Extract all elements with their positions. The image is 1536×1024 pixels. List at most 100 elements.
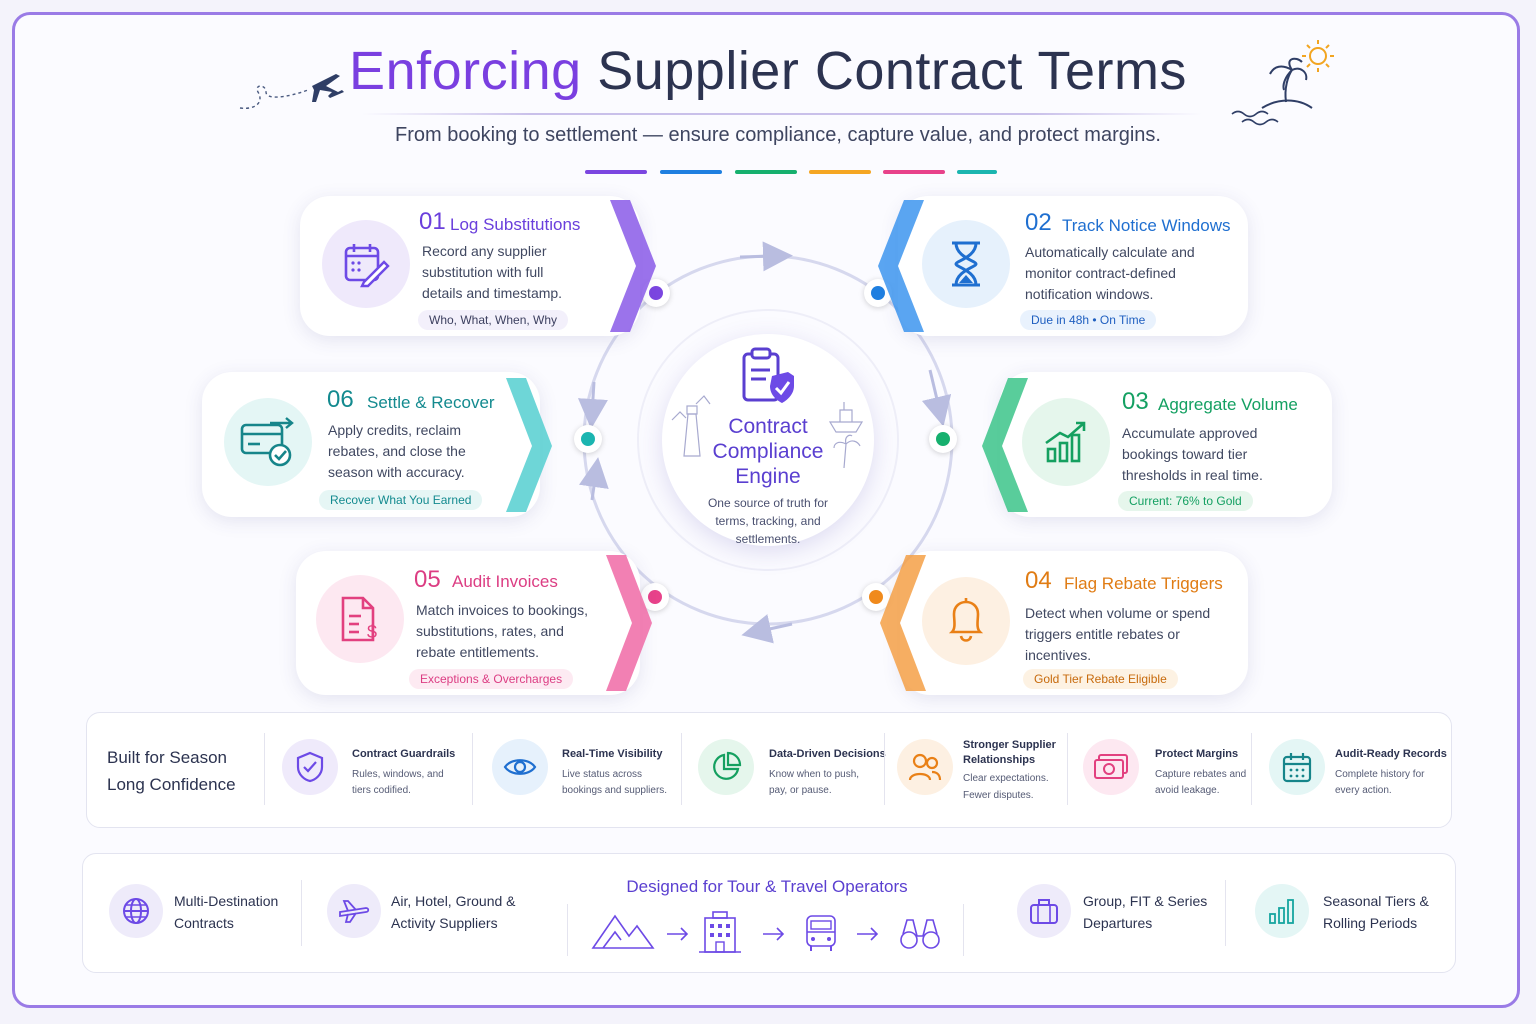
operator-label: Seasonal Tiers & Rolling Periods (1323, 890, 1429, 934)
features-heading: Built for Season Long Confidence (107, 744, 236, 798)
divider (1067, 733, 1068, 805)
feature-desc-line2: Fewer disputes. (963, 790, 1034, 801)
operator-label-line2: Rolling Periods (1323, 915, 1418, 931)
operator-label-line1: Group, FIT & Series (1083, 893, 1208, 909)
page-subtitle: From booking to settlement — ensure comp… (395, 124, 1161, 146)
divider (264, 733, 265, 805)
step-pill: Gold Tier Rebate Eligible (1023, 669, 1178, 689)
feature-title: Data-Driven Decisions (769, 748, 886, 760)
feature-desc-line2: tiers codified. (352, 785, 411, 796)
features-heading-line1: Built for Season (107, 748, 228, 767)
engine-title: Contract Compliance Engine (662, 414, 874, 489)
step-pill: Due in 48h • On Time (1020, 310, 1157, 330)
step-title: Settle & Recover (367, 393, 495, 412)
title-highlight: Enforcing (349, 41, 582, 101)
divider (1225, 880, 1226, 946)
color-bar-blue (660, 170, 722, 174)
chevron-accent-05 (606, 555, 652, 691)
color-bar-orange (809, 170, 871, 174)
feature-title-line1: Stronger Supplier (963, 739, 1056, 751)
svg-text:$: $ (367, 622, 377, 642)
step-number: 04 (1025, 567, 1052, 594)
chevron-accent-06 (506, 378, 552, 512)
operator-label: Air, Hotel, Ground &Activity Suppliers (391, 890, 516, 934)
chevron-accent-04 (880, 555, 926, 691)
clipboard-shield-icon (742, 347, 794, 403)
operator-label-line1: Multi-Destination (174, 893, 279, 909)
shield-check-icon (282, 739, 338, 795)
plane-icon (327, 884, 381, 938)
step-card-05: $ 05 Audit Invoices Match invoices to bo… (296, 551, 652, 695)
lighthouse-icon (671, 395, 711, 457)
step-title: Audit Invoices (452, 572, 558, 591)
arrow-icon (667, 927, 689, 941)
operator-label-line1: Air, Hotel, Ground & (391, 893, 516, 909)
growth-chart-icon (1022, 398, 1110, 486)
feature-desc: Live status across bookings and suppliers… (562, 767, 667, 799)
invoice-dollar-icon: $ (316, 575, 404, 663)
step-description: Detect when volume or spend triggers ent… (1025, 605, 1211, 663)
feature-desc-line1: Live status across (562, 769, 643, 780)
travel-flow (591, 911, 940, 953)
hotel-icon (699, 911, 741, 953)
airplane-trail-icon (239, 74, 344, 109)
bus-icon (806, 915, 836, 951)
operator-label-line1: Seasonal Tiers & (1323, 893, 1429, 909)
feature-desc: Clear expectations. Fewer disputes. (963, 770, 1049, 804)
feature-desc: Rules, windows, and tiers codified. (352, 767, 444, 799)
divider (472, 733, 473, 805)
feature-desc-line1: Clear expectations. (963, 773, 1049, 784)
bar-chart-icon (1255, 884, 1309, 938)
step-card-06: 06 Settle & Recover Apply credits, recla… (202, 372, 552, 517)
step-pill: Who, What, When, Why (418, 310, 569, 330)
step-card-01: 01 Log Substitutions Record any supplier… (300, 196, 656, 336)
step-description: Automatically calculate and monitor cont… (1025, 244, 1195, 302)
step-description: Match invoices to bookings, substitution… (416, 602, 588, 660)
divider (567, 904, 568, 956)
operator-label-line2: Departures (1083, 915, 1153, 931)
feature-title: Contract Guardrails (352, 748, 456, 760)
step-description: Record any supplier substitution with fu… (422, 243, 563, 301)
chevron-accent-02 (878, 200, 924, 332)
feature-desc-line2: bookings and suppliers. (562, 785, 668, 796)
step-card-02: 02 Track Notice Windows Automatically ca… (878, 196, 1248, 336)
step-pill: Current: 76% to Gold (1118, 491, 1253, 511)
divider (1251, 733, 1252, 805)
step-number: 01 (419, 208, 446, 235)
arrow-icon (763, 927, 785, 941)
step-card-03: 03 Aggregate Volume Accumulate approved … (982, 372, 1332, 517)
bell-icon (922, 577, 1010, 665)
feature-title-line2: Relationships (963, 754, 1036, 766)
feature-desc: Know when to push,pay, or pause. (769, 767, 859, 799)
calendar-icon (1269, 739, 1325, 795)
operators-heading: Designed for Tour & Travel Operators (626, 877, 908, 896)
money-icon (1083, 739, 1139, 795)
title-rest: Supplier Contract Terms (597, 41, 1187, 101)
feature-title: Real-Time Visibility (562, 748, 663, 760)
engine-title-line2: Compliance (712, 440, 824, 463)
arrow-icon (857, 927, 879, 941)
step-title: Flag Rebate Triggers (1064, 574, 1223, 593)
features-heading-line2: Long Confidence (107, 775, 236, 794)
features-panel: Built for Season Long Confidence Contrac… (86, 712, 1452, 828)
node-03 (929, 425, 957, 453)
engine-title-line3: Engine (735, 465, 801, 488)
pie-chart-icon (698, 739, 754, 795)
feature-desc-line1: Rules, windows, and (352, 769, 444, 780)
chevron-accent-03 (982, 378, 1028, 512)
title-underline (362, 113, 1202, 115)
divider (301, 880, 302, 946)
engine-subtitle: One source of truth for terms, tracking,… (707, 496, 829, 546)
calendar-edit-icon (322, 220, 410, 308)
beach-palm-sun-icon (1231, 40, 1334, 126)
step-description: Accumulate approved bookings toward tier… (1122, 425, 1263, 483)
feature-desc-line1: Complete history for (1335, 769, 1425, 780)
feature-desc-line1: Know when to push, (769, 769, 860, 780)
step-pill: Exceptions & Overcharges (409, 669, 574, 689)
chevron-accent-01 (610, 200, 656, 332)
node-04 (862, 583, 890, 611)
color-bar-green (735, 170, 797, 174)
